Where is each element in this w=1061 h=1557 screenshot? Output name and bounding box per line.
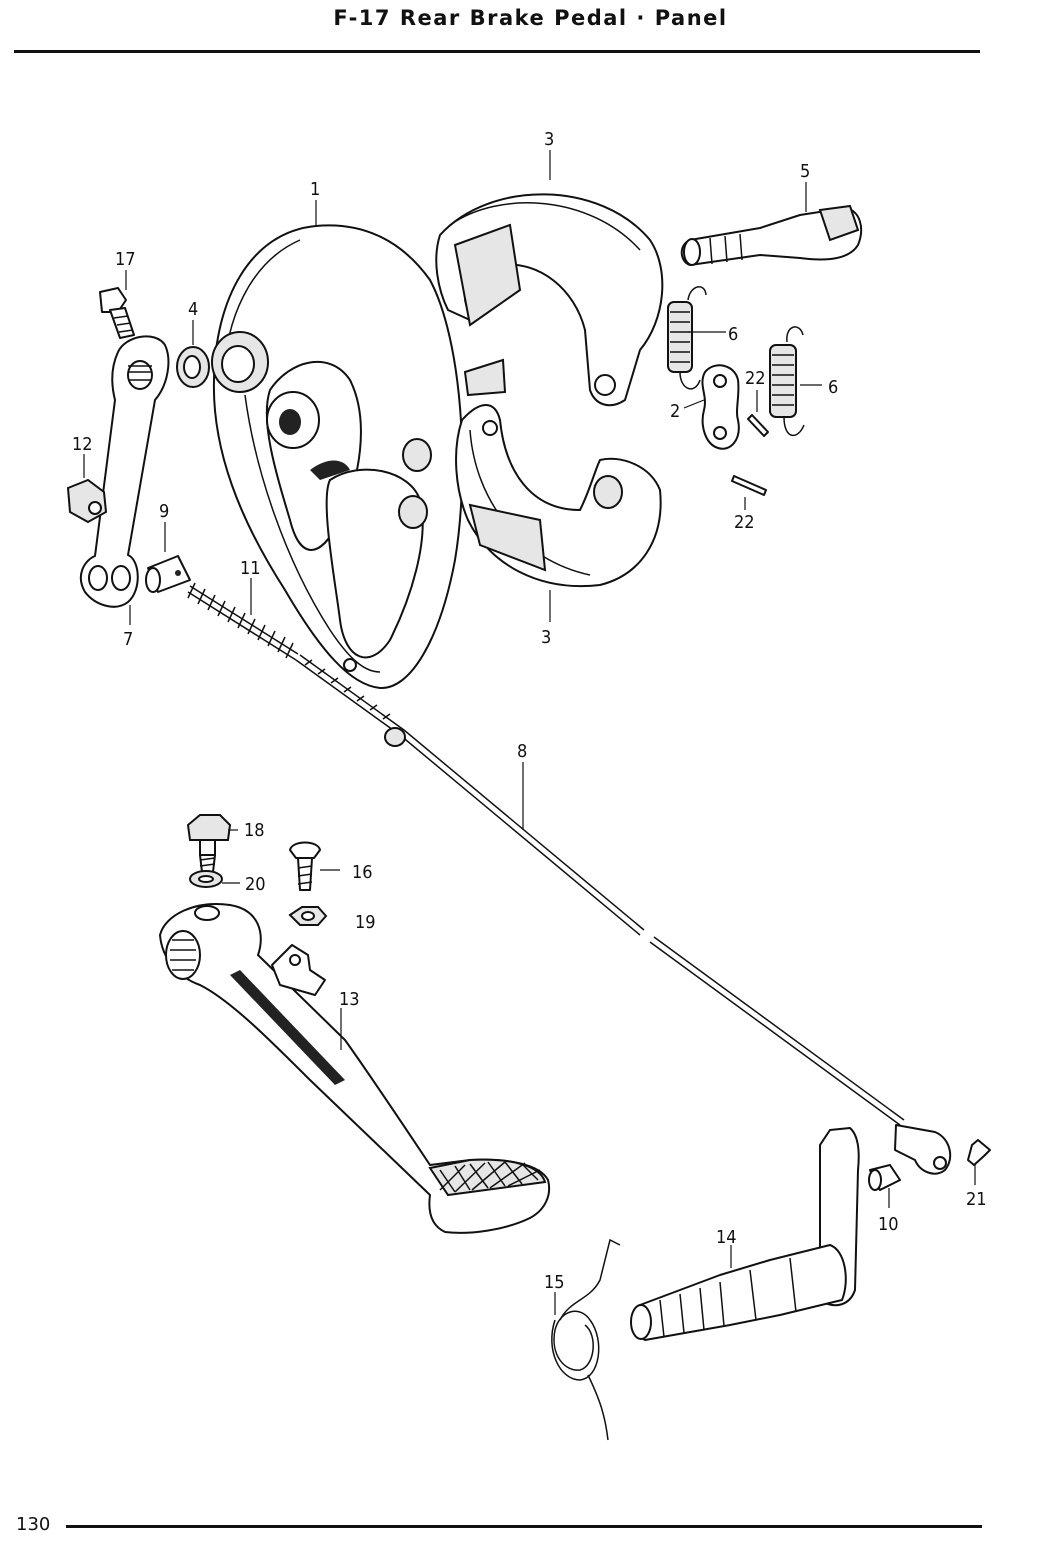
callout-5: 5: [800, 161, 810, 182]
bolt-18-part: [186, 814, 232, 873]
brake-shoe-upper-part: [435, 193, 664, 407]
callout-15: 15: [544, 1272, 565, 1293]
callout-19: 19: [355, 912, 376, 933]
callout-2: 2: [670, 401, 680, 422]
callout-21: 21: [966, 1189, 987, 1210]
bolt-17-part: [99, 287, 135, 339]
callout-12: 12: [72, 434, 93, 455]
callout-22-lower: 22: [734, 512, 755, 533]
callout-9: 9: [159, 501, 169, 522]
nut-19-part: [288, 906, 328, 926]
footer-rule: [66, 1525, 982, 1528]
seal-4-part: [176, 346, 210, 388]
leader-lines: [83, 150, 976, 1315]
callout-17: 17: [115, 249, 136, 270]
brake-rod-8-part: [295, 654, 952, 1175]
callout-13: 13: [339, 989, 360, 1010]
callout-11: 11: [240, 558, 261, 579]
callout-20: 20: [245, 874, 266, 895]
washer-20-part: [189, 870, 223, 888]
callout-8: 8: [517, 741, 527, 762]
adjust-nut-12-part: [66, 478, 108, 524]
brake-cam-part: [680, 204, 863, 266]
brake-pedal-13-part: [159, 903, 550, 1234]
callout-16: 16: [352, 862, 373, 883]
spring-left-part: [667, 286, 707, 390]
callout-1: 1: [310, 179, 320, 200]
header-rule: [14, 50, 980, 53]
callout-22-upper: 22: [745, 368, 766, 389]
callout-6-right: 6: [828, 377, 838, 398]
page-title: F-17 Rear Brake Pedal · Panel: [333, 6, 728, 30]
spring-right-part: [769, 326, 805, 436]
callout-4: 4: [188, 299, 198, 320]
pin-10-part: [868, 1164, 901, 1191]
callout-6-left: 6: [728, 324, 738, 345]
link-plate-part: [701, 364, 740, 450]
pin-22-upper-part: [747, 414, 769, 437]
callout-14: 14: [716, 1227, 737, 1248]
brake-arm-part: [79, 335, 170, 608]
callout-3-lower: 3: [541, 627, 551, 648]
bolt-16-part: [289, 841, 321, 891]
brake-shoe-lower-part: [455, 358, 662, 588]
rod-spring-11-part: [187, 582, 299, 661]
return-spring-15-part: [551, 1238, 621, 1441]
cotter-pin-21-part: [967, 1139, 991, 1166]
callout-3-upper: 3: [544, 129, 554, 150]
callout-10: 10: [878, 1214, 899, 1235]
callout-18: 18: [244, 820, 265, 841]
brake-panel-part: [211, 224, 464, 690]
joint-pin-9-part: [145, 555, 191, 593]
pedal-shaft-14-part: [630, 1127, 860, 1341]
page-number: 130: [16, 1514, 51, 1535]
pin-22-lower-part: [731, 475, 767, 496]
callout-7: 7: [123, 629, 133, 650]
